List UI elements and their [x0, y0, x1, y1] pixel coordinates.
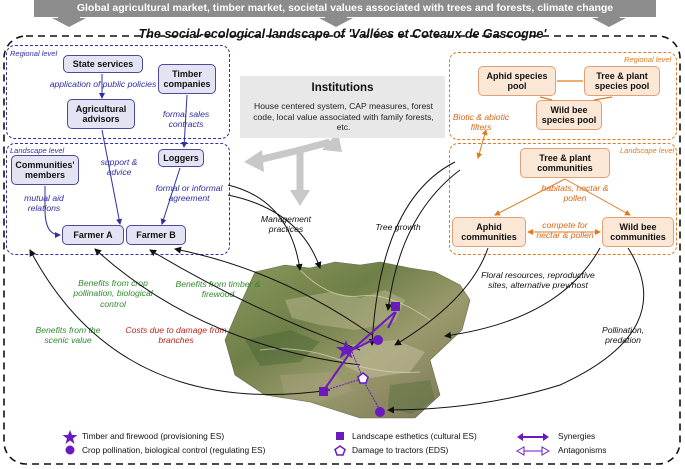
tree-growth-label: Tree growth: [375, 222, 421, 232]
legend-damage: Damage to tractors (EDS): [352, 445, 449, 455]
institutions-box: Institutions House centered system, CAP …: [240, 76, 445, 138]
timber-star-icon: [336, 340, 356, 359]
social-landscape-level-label: Landscape level: [10, 146, 65, 155]
public-policies-relation: application of public policies: [49, 79, 157, 89]
benefits-scenic-label: Benefits from the scenic value: [35, 325, 101, 346]
legend-antagonisms: Antagonisms: [558, 445, 607, 455]
loggers-node: Loggers: [158, 149, 204, 167]
antagonism-arrows: [325, 351, 381, 411]
social-regional-level-box: [6, 45, 230, 139]
support-advice-relation: support & advice: [100, 157, 138, 178]
filters-relation: Biotic & abiotic filters: [452, 112, 510, 133]
crop-circle-icon: [373, 335, 383, 345]
aphid-pool-node: Aphid species pool: [478, 66, 556, 96]
banner-arrows: [52, 14, 626, 27]
legend-synergy-arrow-icon: [517, 433, 549, 441]
damage-pentagon-icon: [357, 371, 369, 384]
legend-synergies: Synergies: [558, 431, 596, 441]
mutual-aid-relation: mutual aid relations: [24, 193, 64, 214]
tree-plant-pool-node: Tree & plant species pool: [584, 66, 660, 96]
diagram-title: The social-ecological landscape of 'Vall…: [138, 27, 547, 41]
legend-crop: Crop pollination, biological control (re…: [82, 445, 266, 455]
eco-regional-level-box: [449, 52, 677, 140]
legend-square-icon: [336, 432, 344, 440]
crop-circle-icon-2: [375, 407, 385, 417]
institutions-body: House centered system, CAP measures, for…: [253, 101, 434, 133]
tree-plant-communities-node: Tree & plant communities: [520, 148, 610, 178]
aphid-communities-node: Aphid communities: [452, 217, 526, 247]
benefits-timber-label: Benefits from timber & firewood: [175, 279, 261, 300]
landscape-square-icon: [391, 302, 400, 311]
pollination-predation-label: Pollination, predation: [601, 325, 645, 346]
institutions-title: Institutions: [311, 82, 374, 94]
habitats-relation: habitats, nectar & pollen: [541, 183, 609, 204]
legend-timber: Timber and firewood (provisioning ES): [82, 431, 225, 441]
management-practices-label: Management practices: [260, 214, 312, 235]
legend-landscape: Landscape esthetics (cultural ES): [352, 431, 477, 441]
legend-star-icon: [62, 430, 78, 444]
legend-circle-icon: [65, 445, 75, 455]
communities-members-node: Communities' members: [11, 155, 79, 185]
global-drivers-banner: Global agricultural market, timber marke…: [34, 0, 656, 17]
benefits-crop-label: Benefits from crop pollination, biologic…: [73, 278, 153, 309]
state-services-node: State services: [63, 55, 143, 73]
social-landscape-level-box: [6, 143, 230, 255]
agricultural-advisors-node: Agricultural advisors: [67, 99, 135, 129]
farmer-a-node: Farmer A: [62, 225, 124, 245]
costs-damage-label: Costs due to damage from branches: [125, 325, 227, 346]
landscape-square-icon-2: [319, 387, 328, 396]
wild-bee-pool-node: Wild bee species pool: [536, 100, 602, 130]
social-regional-level-label: Regional level: [10, 49, 58, 58]
legend-antagonism-arrow-icon: [515, 446, 551, 456]
timber-companies-node: Timber companies: [158, 64, 216, 94]
wild-bee-communities-node: Wild bee communities: [602, 217, 674, 247]
eco-landscape-level-box: [449, 143, 677, 255]
farmer-b-node: Farmer B: [126, 225, 186, 245]
formal-informal-relation: formal or informal agreement: [155, 183, 223, 204]
compete-relation: compete for nectar & pollen: [536, 220, 594, 241]
eco-regional-level-label: Regional level: [624, 55, 672, 64]
synergy-arrows: [323, 311, 397, 391]
floral-resources-label: Floral resources, reproductive sites, al…: [481, 270, 595, 291]
eco-landscape-level-label: Landscape level: [620, 146, 675, 155]
legend-pentagon-icon: [334, 445, 346, 456]
